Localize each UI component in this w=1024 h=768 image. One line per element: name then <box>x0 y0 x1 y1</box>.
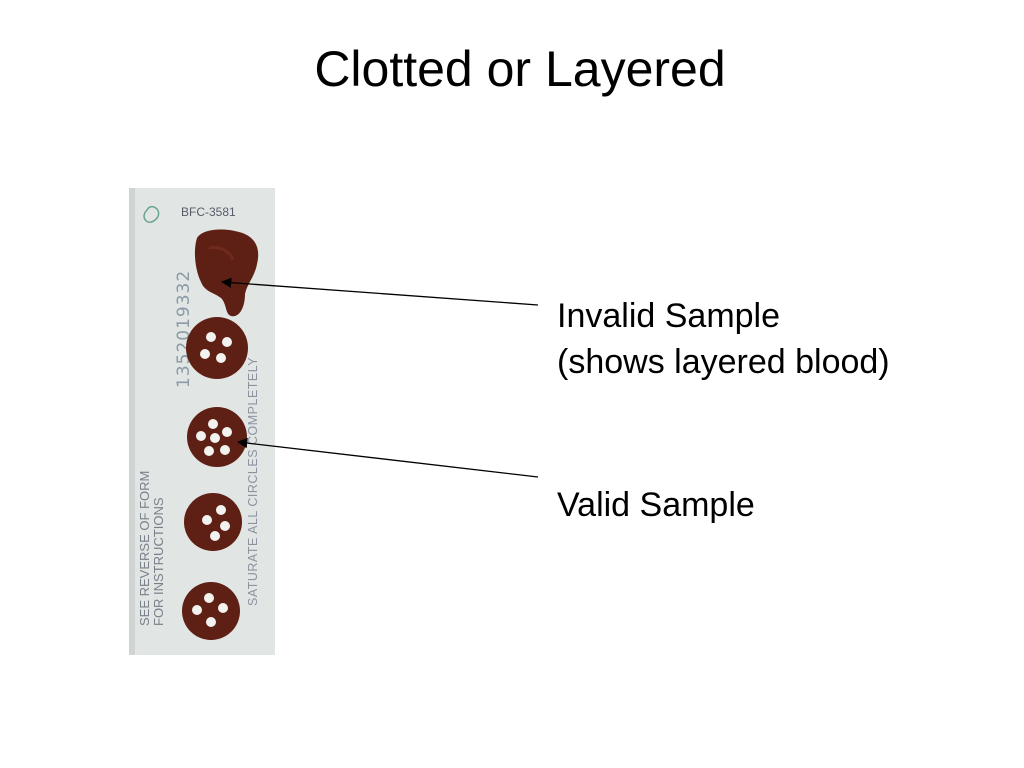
card-edge <box>129 188 135 655</box>
valid-sample-arrow <box>236 437 539 478</box>
serial-number: 1352019332 <box>174 270 194 388</box>
blood-spot-5 <box>182 582 240 640</box>
valid-blood-spot <box>187 407 247 467</box>
side-instructions-line2: FOR INSTRUCTIONS <box>151 497 166 626</box>
saturate-instruction: SATURATE ALL CIRCLES COMPLETELY <box>246 357 260 606</box>
blood-layer-streak <box>208 246 235 261</box>
valid-sample-label: Valid Sample <box>557 486 755 524</box>
blood-spot-4 <box>184 493 242 551</box>
form-code: BFC-3581 <box>181 205 236 219</box>
handwritten-mark-icon <box>143 206 160 223</box>
blood-spot-card-photo: BFC-3581 1352019332 SEE REVERSE OF FORM … <box>129 188 275 655</box>
invalid-sample-title: Invalid Sample <box>557 297 781 335</box>
side-instructions-line1: SEE REVERSE OF FORM <box>137 471 152 626</box>
blood-spot-2 <box>186 317 248 379</box>
invalid-sample-note: (shows layered blood) <box>557 343 890 381</box>
slide-title: Clotted or Layered <box>314 41 726 97</box>
invalid-sample-label: Invalid Sample (shows layered blood) <box>557 293 890 385</box>
